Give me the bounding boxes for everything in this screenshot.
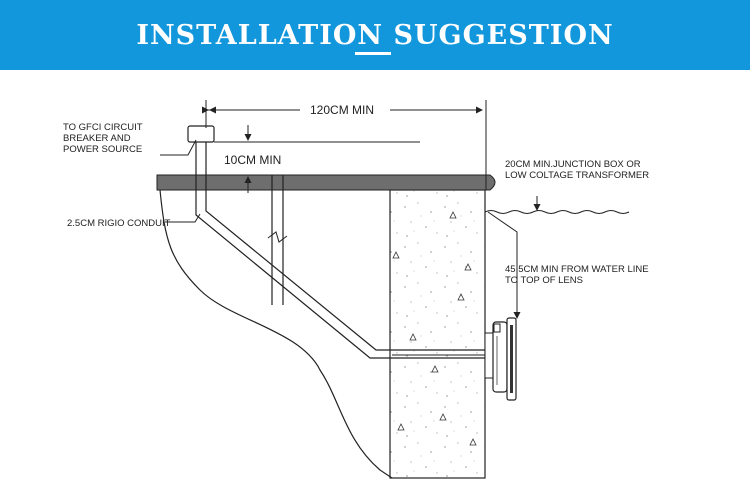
waterline-leader (487, 211, 521, 319)
conduit-leader (165, 213, 201, 223)
title-banner: INSTALLATION SUGGESTION (0, 0, 750, 70)
height-min-label: 10CM MIN (224, 153, 281, 167)
conduit-label: 2.5CM RIGIO CONDUIT (67, 218, 171, 229)
junction-label-line1: 20CM MIN.JUNCTION BOX OR (505, 159, 641, 170)
concrete-aggregate (392, 179, 477, 446)
title-underline (355, 52, 391, 55)
width-min-label: 120CM MIN (310, 103, 374, 117)
gfci-label-line1: TO GFCI CIRCUIT (63, 122, 143, 133)
water-line (484, 210, 630, 214)
ground-outline (159, 189, 393, 479)
pool-deck (156, 174, 496, 191)
gfci-label-line3: POWER SOURCE (63, 144, 142, 155)
pool-wall (389, 189, 486, 479)
gfci-leader (160, 139, 197, 156)
break-pipe (267, 175, 288, 305)
gfci-label-line2: BREAKER AND (63, 133, 131, 144)
waterline-label-line1: 45.5CM MIN FROM WATER LINE (505, 264, 649, 275)
junction-label-line2: LOW COLTAGE TRANSFORMER (505, 170, 649, 181)
junction-box (187, 125, 215, 143)
pool-light-fixture (484, 317, 517, 401)
waterline-label-line2: TO TOP OF LENS (505, 275, 583, 286)
banner-title: INSTALLATION SUGGESTION (136, 19, 614, 51)
